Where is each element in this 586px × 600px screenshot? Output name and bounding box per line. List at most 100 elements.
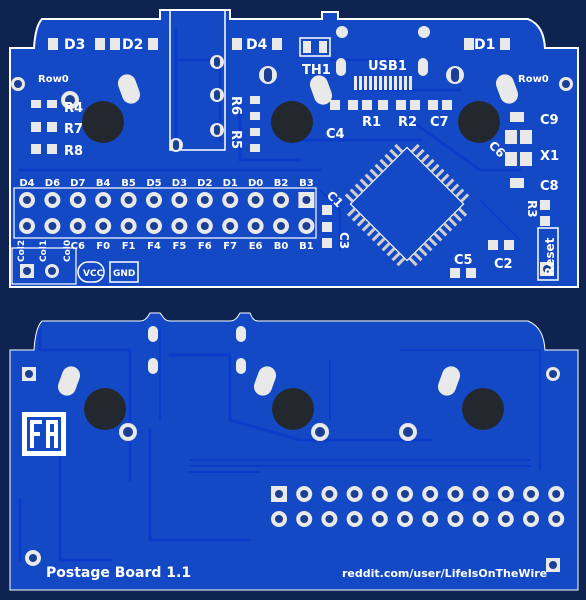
mcu-qfp bbox=[344, 143, 470, 267]
header-bottom-label: F6 bbox=[198, 241, 212, 252]
switch-pins bbox=[61, 66, 519, 109]
label-d1: D1 bbox=[474, 37, 495, 53]
switch-hole-right bbox=[458, 101, 500, 143]
header-pad-hole bbox=[451, 515, 460, 523]
label-th1: TH1 bbox=[302, 63, 331, 78]
header-outline bbox=[13, 187, 317, 239]
label-c4: C4 bbox=[326, 127, 345, 142]
label-row0-left: Row0 bbox=[38, 74, 69, 85]
header-pad-hole bbox=[300, 515, 309, 523]
label-usb1: USB1 bbox=[368, 59, 407, 74]
header-top-label: B4 bbox=[96, 178, 111, 189]
header-pad-hole bbox=[401, 490, 409, 498]
header-bottom-label: C6 bbox=[71, 241, 85, 252]
header-top-label: D4 bbox=[19, 178, 34, 189]
header-pad-hole bbox=[200, 196, 209, 204]
header-pad-hole bbox=[150, 196, 158, 204]
label-c3: C3 bbox=[337, 232, 351, 249]
label-col2: Col2 bbox=[17, 240, 27, 262]
header-pad-hole bbox=[23, 196, 31, 204]
header-top-label: D1 bbox=[223, 178, 238, 189]
label-r6: R6 bbox=[228, 96, 243, 115]
header-pad-hole bbox=[175, 196, 184, 204]
bottom-board: Postage Board 1.1 reddit.com/user/LifeIs… bbox=[9, 312, 579, 591]
header-pad-hole bbox=[375, 490, 384, 498]
header-top-label: B3 bbox=[299, 178, 314, 189]
th1-footprint bbox=[299, 37, 331, 57]
header-pad-hole bbox=[501, 515, 510, 523]
header-pad-hole bbox=[277, 222, 285, 230]
bottom-switch-pins bbox=[57, 326, 461, 441]
board-url: reddit.com/user/LifeIsOnTheWire bbox=[342, 567, 547, 580]
switch-hole-middle bbox=[271, 101, 313, 143]
header-pad-hole bbox=[48, 196, 57, 204]
header-pad-hole bbox=[124, 196, 133, 204]
header-pad-hole bbox=[226, 222, 235, 230]
header-pad-hole bbox=[350, 515, 359, 523]
header-pad-hole bbox=[73, 196, 82, 204]
header-top-label: B2 bbox=[274, 178, 289, 189]
header-pad-hole bbox=[501, 490, 510, 498]
top-board-outline bbox=[9, 9, 579, 288]
header-pad-hole bbox=[251, 196, 260, 204]
header-top-label: D5 bbox=[146, 178, 161, 189]
header-pad-hole bbox=[350, 490, 359, 498]
label-row0-right: Row0 bbox=[518, 74, 549, 85]
switch-hole-left bbox=[82, 101, 124, 143]
header-bottom-label: F7 bbox=[223, 241, 237, 252]
header-pad-hole bbox=[426, 490, 435, 498]
header-pad-hole bbox=[99, 222, 108, 230]
header-pad-hole bbox=[527, 490, 535, 498]
label-x1: X1 bbox=[540, 149, 559, 164]
pro-micro-outline bbox=[169, 9, 226, 151]
header-pad-hole bbox=[375, 515, 384, 523]
label-col1: Col1 bbox=[39, 240, 49, 262]
label-vcc: VCC bbox=[83, 269, 104, 279]
bottom-misc-pads bbox=[22, 367, 560, 572]
maker-logo bbox=[22, 412, 66, 456]
header-pad-hole bbox=[275, 490, 283, 498]
header-pad-hole bbox=[175, 222, 184, 230]
header-bottom-label: F0 bbox=[96, 241, 110, 252]
bottom-board-outline bbox=[9, 312, 579, 591]
top-traces bbox=[18, 28, 522, 251]
header-pad-hole bbox=[200, 222, 209, 230]
header-bottom-label: F5 bbox=[173, 241, 187, 252]
header-pad-hole bbox=[73, 222, 82, 230]
label-r7: R7 bbox=[64, 122, 83, 137]
label-c8: C8 bbox=[540, 179, 559, 194]
header-pad-hole bbox=[226, 196, 235, 204]
pin-header-bottom bbox=[271, 486, 565, 527]
label-c7: C7 bbox=[430, 115, 449, 130]
label-col0: Col0 bbox=[63, 240, 73, 262]
header-top-label: D2 bbox=[197, 178, 212, 189]
header-pad-hole bbox=[476, 490, 485, 498]
header-pad-hole bbox=[552, 490, 561, 498]
header-top-label: D6 bbox=[45, 178, 60, 189]
label-reset: Reset bbox=[543, 237, 557, 276]
label-d3: D3 bbox=[64, 37, 85, 53]
label-c5: C5 bbox=[454, 253, 473, 268]
label-r3: R3 bbox=[525, 200, 539, 218]
label-r4: R4 bbox=[64, 101, 83, 116]
header-top-label: D3 bbox=[172, 178, 187, 189]
header-pad-hole bbox=[325, 515, 334, 523]
label-r5: R5 bbox=[228, 130, 243, 149]
header-pad-hole bbox=[451, 490, 460, 498]
col-pads bbox=[11, 77, 573, 278]
bottom-traces bbox=[18, 328, 541, 562]
header-pad-hole bbox=[48, 222, 57, 230]
gnd-box bbox=[109, 261, 139, 283]
header-pad-hole bbox=[401, 515, 409, 523]
label-r1: R1 bbox=[362, 115, 381, 130]
header-pad-hole bbox=[302, 222, 311, 230]
header-pad-hole bbox=[476, 515, 485, 523]
label-c9: C9 bbox=[540, 113, 559, 128]
header-top-label: D0 bbox=[248, 178, 263, 189]
header-bottom-label: F1 bbox=[122, 241, 136, 252]
header-pad-hole bbox=[426, 515, 435, 523]
header-top-label: B5 bbox=[121, 178, 136, 189]
header-pad-hole bbox=[150, 222, 158, 230]
col-box bbox=[11, 247, 77, 285]
